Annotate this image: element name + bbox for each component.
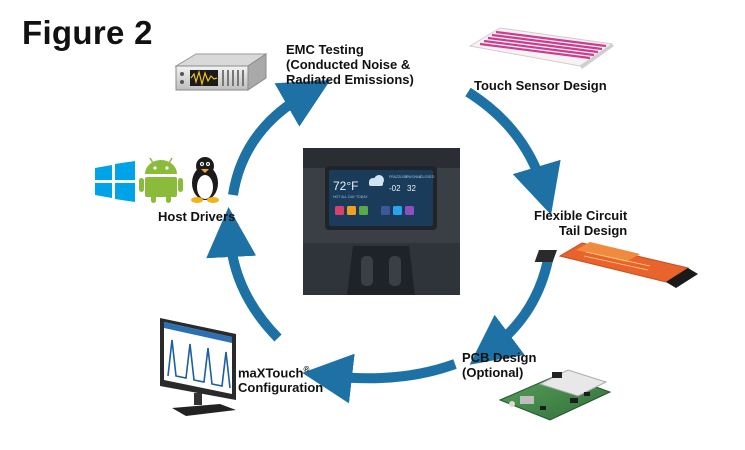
- pcb-board-icon: [498, 369, 612, 421]
- screen-ice-label: IRWONNE: [405, 175, 423, 179]
- monitor-icon: [160, 318, 236, 416]
- label-pcb-design: PCB Design (Optional): [462, 350, 537, 380]
- label-flexible-circuit-tail: Flexible Circuit Tail Design: [534, 208, 628, 238]
- arrow-host-to-emc: [228, 80, 331, 196]
- screen-ice-value: 32: [407, 184, 416, 193]
- arrow-tail-to-pcb: [469, 258, 553, 365]
- figure-title: Figure 2: [22, 14, 153, 51]
- flex-circuit-icon: [534, 242, 698, 288]
- windows-icon: [95, 161, 135, 202]
- label-host-drivers: Host Drivers: [158, 209, 236, 224]
- cycle-arrows: [206, 80, 561, 404]
- screen-app-icons: [335, 206, 414, 215]
- label-touch-sensor-design: Touch Sensor Design: [474, 78, 607, 93]
- screen-filter-value: -02: [389, 184, 401, 193]
- label-maxtouch-configuration: maXTouch® Configuration: [238, 365, 324, 396]
- android-icon: [139, 157, 183, 203]
- screen-forecast: HOT ALL DAY TODAY: [333, 195, 368, 199]
- arrow-emc-to-sensor: [465, 87, 561, 215]
- screen-temperature: 72°F: [333, 179, 358, 193]
- screen-filter-label: FRAZZLED: [389, 175, 408, 179]
- linux-tux-icon: [191, 157, 219, 203]
- screen-mode-label: CLOSED: [420, 175, 435, 179]
- arrow-maxtouch-to-host: [206, 207, 282, 342]
- touch-sensor-icon: [468, 27, 614, 69]
- label-emc-testing: EMC Testing (Conducted Noise & Radiated …: [286, 42, 414, 87]
- appliance-touch-panel-image: 72°F HOT ALL DAY TODAY FRAZZLED -02 IRWO…: [303, 148, 460, 295]
- screen-cloud-icon: [369, 175, 384, 186]
- arrow-pcb-to-maxtouch: [302, 353, 457, 404]
- emc-instrument-icon: [174, 53, 268, 91]
